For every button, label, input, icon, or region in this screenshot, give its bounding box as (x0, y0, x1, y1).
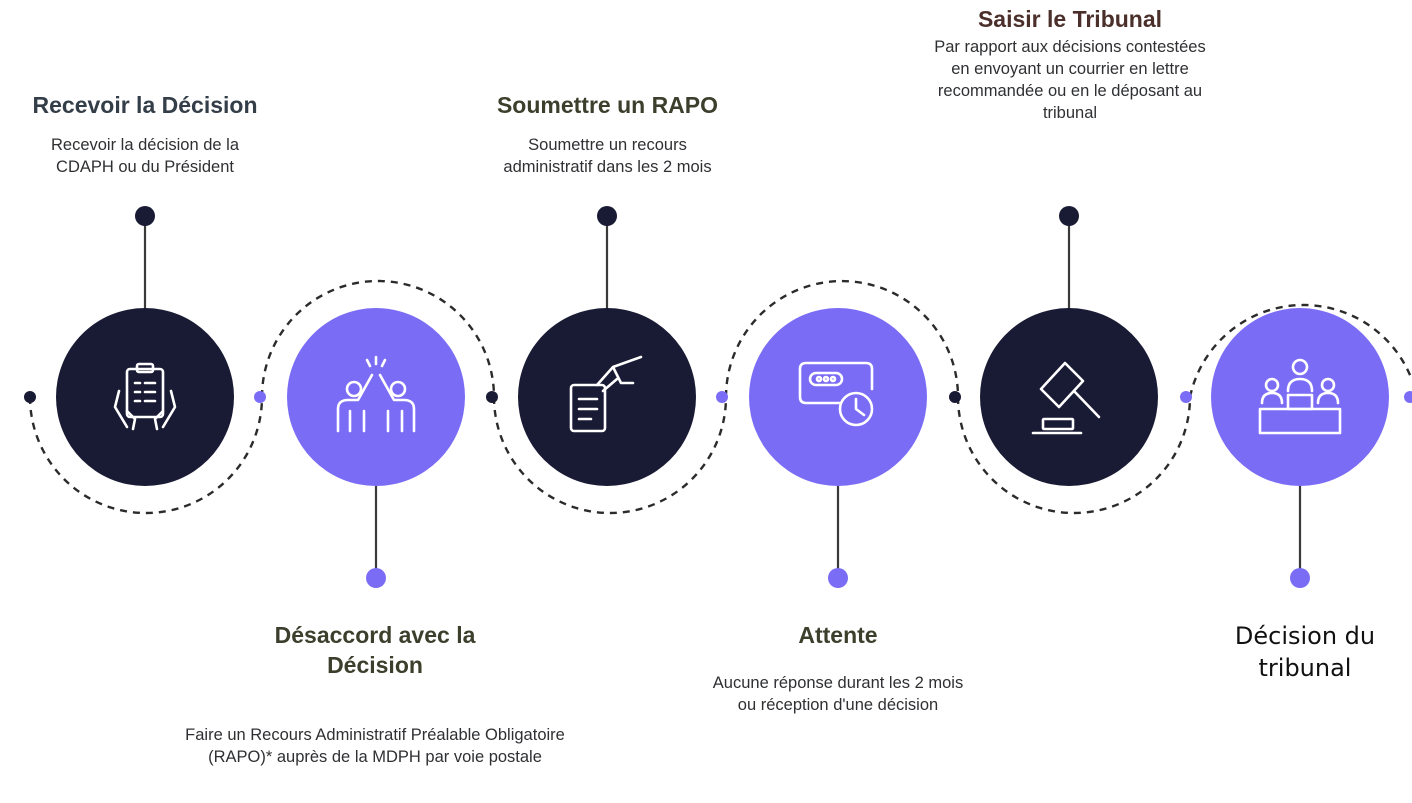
path-dot (254, 391, 266, 403)
step-description: Soumettre un recours administratif dans … (503, 136, 712, 176)
high-five-icon (336, 355, 416, 433)
path-dot (716, 391, 728, 403)
connector-dot (135, 206, 155, 226)
step-title: Recevoir la Décision (32, 92, 258, 118)
path-dot (949, 391, 961, 403)
gavel-icon (1031, 361, 1101, 435)
step-desaccord: Désaccord avec la Décision Faire un Reco… (185, 620, 565, 768)
step-soumettre: Soumettre un RAPO Soumettre un recours a… (470, 90, 745, 178)
step-title: Désaccord avec la Décision (274, 622, 476, 678)
connector-dot (597, 206, 617, 226)
step-decision-tribunal: Décision du tribunal (1215, 620, 1395, 684)
step-recevoir: Recevoir la Décision Recevoir la décisio… (10, 90, 280, 178)
step-title: Attente (798, 622, 878, 648)
step-circle-6 (1211, 308, 1389, 486)
path-dot (1180, 391, 1192, 403)
step-saisir: Saisir le Tribunal Par rapport aux décis… (915, 4, 1225, 124)
step-title: Soumettre un RAPO (496, 92, 719, 118)
connector-dot (366, 568, 386, 588)
dashed-arc (492, 396, 728, 515)
chat-clock-icon (798, 361, 874, 427)
document-hand-icon (569, 355, 643, 433)
connector-dot (1290, 568, 1310, 588)
step-description: Par rapport aux décisions contestées en … (934, 38, 1206, 122)
dashed-arc (1188, 303, 1412, 398)
dashed-arc (28, 396, 264, 515)
step-description: Faire un Recours Administratif Préalable… (185, 726, 565, 766)
connector-dot (828, 568, 848, 588)
step-circle-2 (287, 308, 465, 486)
connector-dot (1059, 206, 1079, 226)
step-circle-4 (749, 308, 927, 486)
path-dot (486, 391, 498, 403)
podium-people-icon (1258, 358, 1342, 435)
step-circle-3 (518, 308, 696, 486)
clipboard-hands-icon (113, 362, 177, 431)
step-title: Décision du tribunal (1234, 622, 1376, 682)
dashed-arc (260, 279, 496, 398)
step-title: Saisir le Tribunal (977, 6, 1163, 32)
step-attente: Attente Aucune réponse durant les 2 mois… (700, 620, 976, 716)
step-description: Recevoir la décision de la CDAPH ou du P… (50, 136, 240, 176)
step-circle-1 (56, 308, 234, 486)
step-description: Aucune réponse durant les 2 mois ou réce… (712, 674, 964, 714)
dashed-arc (724, 279, 960, 398)
path-dot (24, 391, 36, 403)
path-dot (1404, 391, 1412, 403)
dashed-arc (956, 396, 1192, 515)
